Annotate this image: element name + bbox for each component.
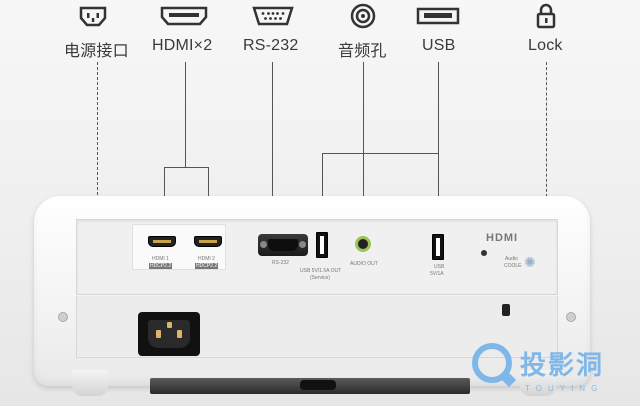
rs232-port[interactable] (258, 234, 308, 256)
label-audio: 音频孔 (338, 43, 387, 60)
lock-icon (534, 2, 558, 30)
screw-right (566, 312, 576, 322)
usb-icon (416, 2, 460, 30)
leader-usb-split (322, 153, 438, 154)
screw-left (58, 312, 68, 322)
hdmi-1-label: HDMI 1 (152, 256, 169, 262)
power-pin-left (156, 330, 161, 338)
power-pin-ground (166, 322, 172, 328)
leader-power-vertical (97, 62, 98, 270)
hdmi-bay (132, 224, 226, 270)
usb-port[interactable] (432, 234, 444, 260)
hdmi-2-port[interactable] (194, 236, 222, 247)
leader-usb-vertical (438, 62, 439, 154)
leader-hdmi-vertical (185, 62, 186, 167)
watermark: 投影洞 (472, 340, 604, 386)
power-pin-right (177, 330, 182, 338)
audio-brand-gear-icon: ✺ (524, 254, 536, 270)
rs232-screw-left (260, 241, 267, 248)
audio-brand-line1: Audio (505, 256, 518, 262)
leader-audio (363, 62, 364, 236)
watermark-logo-icon (472, 343, 512, 383)
power-socket-inner (148, 320, 190, 348)
audio-out-port[interactable] (355, 236, 371, 252)
foot-left (72, 370, 108, 396)
leader-lock-vertical (546, 62, 547, 202)
rs232-connector (268, 239, 298, 251)
label-hdmi: HDMI×2 (152, 37, 213, 54)
hdmi-1-port[interactable] (148, 236, 176, 247)
hdmi-2-tag: HDCP2.2 (195, 263, 219, 269)
foot-right (520, 370, 556, 396)
usb-service-sublabel: (Service) (310, 275, 331, 281)
hdmi-logo: HDMI (486, 232, 519, 244)
power-socket[interactable] (138, 312, 200, 356)
hdmi-icon (160, 2, 208, 30)
leader-usb-service (322, 153, 323, 233)
audio-brand-line2: COOLE (504, 263, 522, 269)
usb-service-port[interactable] (316, 232, 328, 258)
usb-label: USB (434, 264, 445, 270)
leader-usb-right (438, 153, 439, 233)
usb-sublabel: 5V/1A (430, 271, 444, 277)
power-socket-icon (78, 2, 108, 30)
usb-service-label: USB 5V/1.5A OUT (300, 268, 342, 274)
audio-jack-icon (348, 2, 378, 30)
watermark-text: 投影洞 (520, 349, 605, 380)
ir-receiver (481, 250, 487, 256)
label-usb: USB (422, 37, 456, 54)
watermark-subtext: TOUYING (525, 384, 604, 393)
rs232-icon (252, 2, 294, 30)
rs232-screw-right (299, 241, 306, 248)
label-lock: Lock (528, 37, 563, 54)
rs232-panel-label: RS-232 (272, 260, 289, 266)
label-power: 电源接口 (64, 43, 129, 60)
kensington-lock-slot[interactable] (502, 304, 510, 316)
label-rs232: RS-232 (243, 37, 299, 54)
hdmi-1-tag: HDCP2.2 (149, 263, 173, 269)
audio-out-label: AUDIO OUT (350, 261, 378, 267)
bottom-adjust-knob (300, 380, 336, 390)
hdmi-2-label: HDMI 2 (198, 256, 215, 262)
leader-hdmi-split (164, 167, 208, 168)
leader-rs232 (272, 62, 273, 234)
